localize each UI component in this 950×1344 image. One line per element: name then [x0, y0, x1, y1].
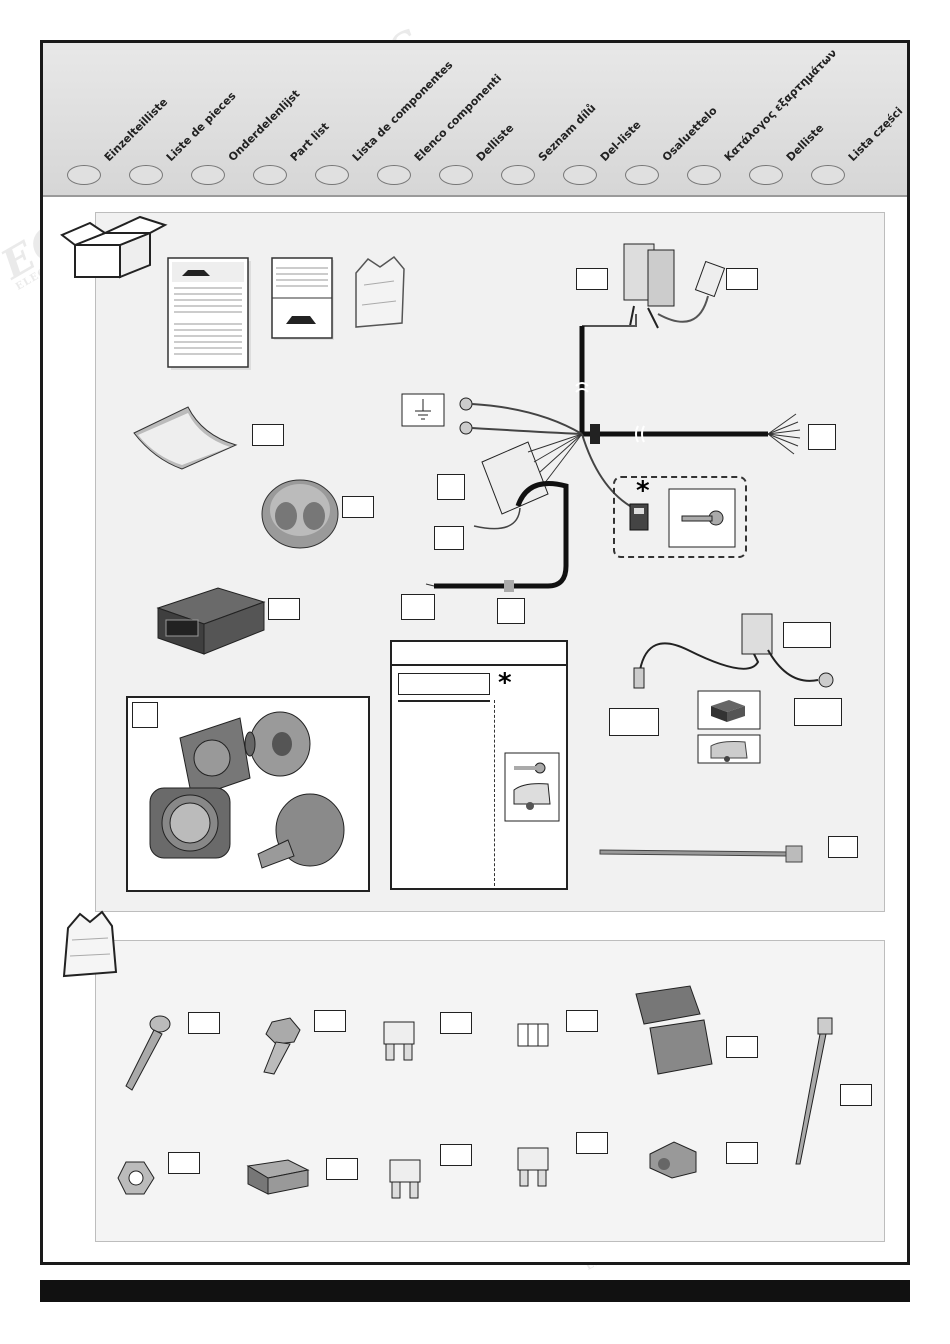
part-number-box: [794, 698, 842, 726]
lang-label: Seznam dílů: [535, 101, 599, 164]
long-cable-tie-icon: [795, 1017, 833, 1165]
fuse-icon: [383, 1021, 415, 1061]
module-icon: [697, 690, 761, 730]
key-caravan-icon: [504, 752, 560, 822]
part-number-box: [783, 622, 831, 648]
checkbox-oval[interactable]: [67, 165, 101, 185]
checkbox-oval[interactable]: [625, 165, 659, 185]
box-icon: [60, 215, 168, 279]
small-parts-panel: [95, 940, 885, 1242]
lang-label: Delliste: [473, 121, 517, 164]
variant-table-line: [398, 700, 490, 702]
instruction-document-icon: [271, 257, 334, 340]
asterisk-mark: *: [636, 476, 650, 506]
part-number-box: [609, 708, 659, 736]
lang-label: Einzelteilliste: [101, 95, 171, 164]
bag-icon: [62, 910, 118, 978]
part-number-box: [434, 526, 464, 550]
part-number-box: [188, 1012, 220, 1034]
checkbox-oval[interactable]: [439, 165, 473, 185]
part-number-box: [314, 1010, 346, 1032]
wiring-harness-diagram: [425, 243, 801, 592]
lang-label: Delliste: [783, 121, 827, 164]
cable-tie-icon: [599, 845, 803, 863]
part-number-box: [808, 424, 836, 450]
checkbox-oval[interactable]: [687, 165, 721, 185]
control-module-icon: [156, 587, 266, 655]
part-number-box: [566, 1010, 598, 1032]
connector-housing-icon: [246, 1159, 310, 1195]
lang-label: Osaluettelo: [659, 104, 720, 164]
checkbox-oval[interactable]: [377, 165, 411, 185]
part-number-box: [726, 268, 758, 290]
language-header: Einzelteilliste Liste de pieces Onderdel…: [43, 43, 907, 197]
screw-icon: [125, 1015, 171, 1091]
variant-table-divider: [494, 700, 495, 886]
fuse-icon: [517, 1147, 549, 1187]
part-number-box: [840, 1084, 872, 1106]
nut-icon: [117, 1161, 155, 1195]
part-number-box: [726, 1142, 758, 1164]
fuse-icon: [389, 1159, 421, 1199]
part-number-box: [132, 702, 158, 728]
key-connector-icon: [629, 503, 649, 531]
checkbox-oval[interactable]: [811, 165, 845, 185]
socket-13pin-icon: [149, 717, 251, 859]
asterisk-mark: *: [498, 668, 512, 698]
plastic-bag-icon: [355, 255, 405, 328]
checkbox-oval[interactable]: [253, 165, 287, 185]
scotch-lock-icon: [649, 1141, 697, 1179]
part-number-box: [268, 598, 300, 620]
part-number-box: [168, 1152, 200, 1174]
part-number-box: [828, 836, 858, 858]
socket-seal-icon: [257, 793, 345, 869]
lang-label: Del-liste: [597, 118, 644, 164]
lang-label: Κατάλογος εξαρτημάτων: [721, 46, 840, 165]
extension-cable-icon: [633, 613, 834, 689]
lang-label: Lista części: [845, 104, 906, 164]
part-number-box: [726, 1036, 758, 1058]
checkbox-oval[interactable]: [315, 165, 349, 185]
optional-key-box: [613, 476, 747, 558]
lang-label: Part list: [287, 120, 332, 164]
part-number-box: [326, 1158, 358, 1180]
grommet-icon: [261, 479, 339, 549]
checkbox-oval[interactable]: [129, 165, 163, 185]
variant-option-box: [398, 673, 490, 695]
part-number-box: [497, 598, 525, 624]
relay-connector-icon: [635, 985, 713, 1075]
part-number-box: [401, 594, 435, 620]
bolt-icon: [263, 1017, 301, 1075]
part-number-box: [437, 474, 465, 500]
instruction-document-icon: [167, 257, 251, 370]
caravan-icon: [697, 734, 761, 764]
variant-table-header-line: [392, 664, 566, 666]
fuse-holder-icon: [517, 1023, 549, 1047]
key-icon: [668, 488, 736, 548]
part-number-box: [440, 1144, 472, 1166]
checkbox-oval[interactable]: [191, 165, 225, 185]
adhesive-sheet-icon: [133, 406, 238, 470]
checkbox-oval[interactable]: [563, 165, 597, 185]
part-number-box: [342, 496, 374, 518]
socket-mounting-plate-icon: [244, 711, 311, 777]
earth-symbol-icon: [401, 393, 445, 427]
part-number-box: [252, 424, 284, 446]
lang-label: Lista de componentes: [349, 58, 456, 164]
part-number-box: [576, 1132, 608, 1154]
checkbox-oval[interactable]: [501, 165, 535, 185]
footer-bar: [40, 1280, 910, 1302]
part-number-box: [576, 268, 608, 290]
checkbox-oval[interactable]: [749, 165, 783, 185]
part-number-box: [440, 1012, 472, 1034]
